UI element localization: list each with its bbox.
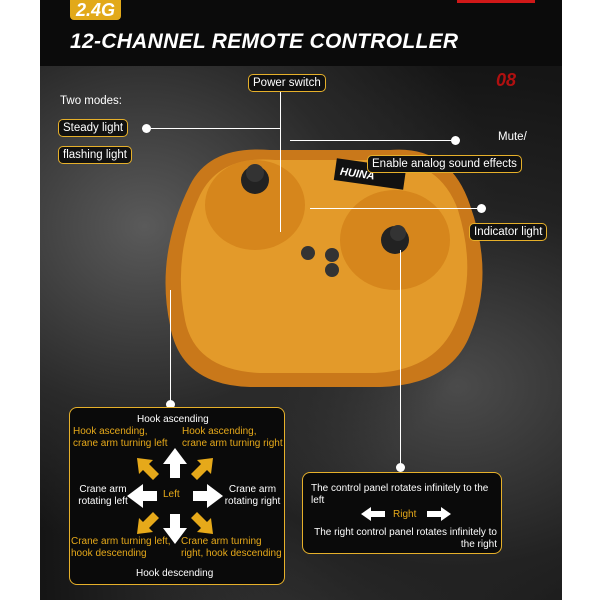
direction-arrows-icon <box>127 448 223 544</box>
callout-flashing-light: flashing light <box>58 146 132 164</box>
pointer-line <box>170 290 171 405</box>
label-down: Hook descending <box>136 568 214 579</box>
callout-power-switch: Power switch <box>248 74 326 92</box>
pointer-dot <box>166 400 175 409</box>
red-accent-bar <box>457 0 535 3</box>
callout-analog-sound: Enable analog sound effects <box>367 155 522 173</box>
left-right-arrows-icon <box>361 507 451 521</box>
brand-logo: HUINA <box>339 166 375 183</box>
pointer-line <box>280 92 281 232</box>
pointer-dot <box>477 204 486 213</box>
label-left: Crane arm rotating left <box>78 484 128 507</box>
pointer-line <box>290 140 451 141</box>
label-down-left: Crane arm turning left, hook descending <box>71 536 171 559</box>
label-center-right: Right <box>393 509 417 520</box>
page-title: 12-CHANNEL REMOTE CONTROLLER <box>70 30 459 53</box>
label-rotate-right: The right control panel rotates infinite… <box>314 527 497 550</box>
callout-indicator-light: Indicator light <box>469 223 548 241</box>
pointer-dot <box>142 124 151 133</box>
product-poster: 2.4G 12-CHANNEL REMOTE CONTROLLER 08 HUI… <box>40 0 562 600</box>
frequency-badge: 2.4G <box>70 0 122 20</box>
page-number: 08 <box>496 70 517 90</box>
label-center-left: Left <box>163 489 180 500</box>
callout-mute: Mute/ <box>498 131 527 143</box>
pointer-line <box>310 208 477 209</box>
label-right: Crane arm rotating right <box>224 484 281 507</box>
pointer-dot <box>396 463 405 472</box>
pointer-dot <box>451 136 460 145</box>
label-up-left: Hook ascending, crane arm turning left <box>73 426 168 449</box>
callout-steady-light: Steady light <box>58 119 129 137</box>
label-up: Hook ascending <box>137 414 209 425</box>
pointer-line <box>151 128 281 129</box>
callout-two-modes: Two modes: <box>60 95 122 107</box>
label-up-right: Hook ascending, crane arm turning right <box>182 426 283 449</box>
label-rotate-left: The control panel rotates infinitely to … <box>311 483 489 506</box>
label-down-right: Crane arm turning right, hook descending <box>181 536 282 559</box>
right-joystick-panel: The control panel rotates infinitely to … <box>302 472 502 554</box>
pointer-line <box>400 250 401 465</box>
left-joystick-panel: Hook ascending Hook ascending, crane arm… <box>69 407 285 585</box>
